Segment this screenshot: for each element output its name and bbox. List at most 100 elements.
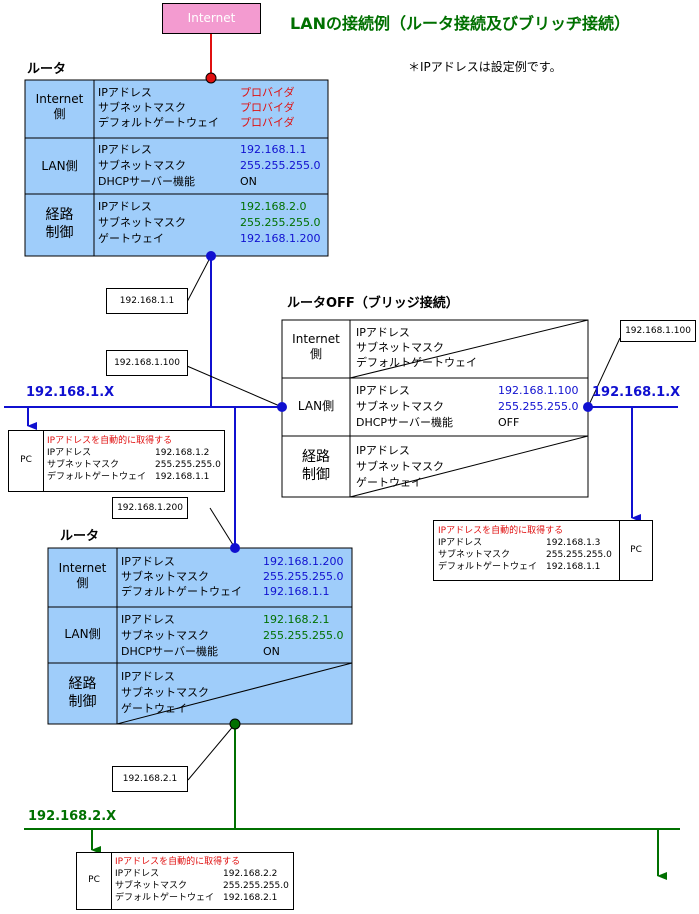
router1-routing-title: 経路 制御 xyxy=(45,207,74,241)
bridge-left-dot xyxy=(277,402,287,412)
pc1-v2: 192.168.1.1 xyxy=(155,472,210,482)
router2-lan-v0: 192.168.2.1 xyxy=(263,613,330,626)
router1-lan-v0: 192.168.1.1 xyxy=(240,143,307,156)
bridge-internet-k1: サブネットマスク xyxy=(356,341,444,354)
bridge-lan-k1: サブネットマスク xyxy=(356,400,444,413)
bridge-internet-k0: IPアドレス xyxy=(356,326,410,339)
pc1-v1: 255.255.255.0 xyxy=(155,460,221,470)
router1-internet-k0: IPアドレス xyxy=(98,86,152,99)
pc2-v2: 192.168.1.1 xyxy=(546,562,601,572)
router1-routing-k1: サブネットマスク xyxy=(98,216,186,229)
bridge-lan-k0: IPアドレス xyxy=(356,384,410,397)
pc3: PC IPアドレスを自動的に取得する IPアドレス サブネットマスク デフォルト… xyxy=(76,852,294,910)
router2-lan-k0: IPアドレス xyxy=(121,613,175,626)
pc2-auto: IPアドレスを自動的に取得する xyxy=(438,526,564,536)
router2-box xyxy=(47,547,353,725)
callout-bridge-right: 192.168.1.100 xyxy=(620,320,696,342)
router1-routing-v2: 192.168.1.200 xyxy=(240,232,321,245)
router2-routing-k1: サブネットマスク xyxy=(121,686,209,699)
callout-router2-wan: 192.168.1.200 xyxy=(112,497,188,519)
router2-wan-dot xyxy=(230,543,240,553)
pc2-k0: IPアドレス xyxy=(438,538,483,548)
pc3-v0: 192.168.2.2 xyxy=(223,869,278,879)
callout-leaders xyxy=(186,255,621,781)
pc1-auto: IPアドレスを自動的に取得する xyxy=(47,436,173,446)
pc2: PC IPアドレスを自動的に取得する IPアドレス サブネットマスク デフォルト… xyxy=(433,520,653,581)
router1-internet-v1: プロバイダ xyxy=(240,101,295,114)
router2-lan-v2: ON xyxy=(263,645,280,658)
pc2-k2: デフォルトゲートウェイ xyxy=(438,562,538,572)
router1-routing-k0: IPアドレス xyxy=(98,200,152,213)
bridge-routing-k0: IPアドレス xyxy=(356,444,410,457)
bridge-box xyxy=(281,319,589,498)
bridge-routing-k2: ゲートウェイ xyxy=(356,476,422,489)
pc2-label: PC xyxy=(630,545,642,555)
ip-note: ＊IPアドレスは設定例です。 xyxy=(408,60,562,74)
router1-routing-v0: 192.168.2.0 xyxy=(240,200,307,213)
bridge-label: ルータOFF（ブリッジ接続） xyxy=(287,296,459,311)
pc1-k2: デフォルトゲートウェイ xyxy=(47,472,147,482)
pc3-v1: 255.255.255.0 xyxy=(223,881,289,891)
bridge-right-dot xyxy=(583,402,593,412)
router1-lan-title: LAN側 xyxy=(41,159,78,173)
router2-lan-title: LAN側 xyxy=(64,627,101,641)
router2-lan-dot xyxy=(229,718,241,730)
callout-bridge-lan: 192.168.1.100 xyxy=(106,350,188,376)
pc3-v2: 192.168.2.1 xyxy=(223,893,278,903)
router1-internet-k1: サブネットマスク xyxy=(98,101,186,114)
pc2-v0: 192.168.1.3 xyxy=(546,538,601,548)
router1-internet-title: Internet 側 xyxy=(35,92,84,121)
internet-box: Internet xyxy=(162,3,261,34)
router1-wan-dot xyxy=(205,72,217,84)
diagram-title: LANの接続例（ルータ接続及びブリッヂ接続） xyxy=(290,14,630,33)
router1-lan-k0: IPアドレス xyxy=(98,143,152,156)
router1-label: ルータ xyxy=(27,62,67,77)
router2-internet-v2: 192.168.1.1 xyxy=(263,585,330,598)
router1-lan-k1: サブネットマスク xyxy=(98,159,186,172)
pc3-auto: IPアドレスを自動的に取得する xyxy=(115,857,241,867)
router1-routing-v1: 255.255.255.0 xyxy=(240,216,321,229)
router2-routing-title: 経路 制御 xyxy=(68,676,97,710)
pc3-k1: サブネットマスク xyxy=(115,881,188,891)
router2-label: ルータ xyxy=(60,529,100,544)
callout-router2-lan: 192.168.2.1 xyxy=(112,766,188,792)
router2-internet-v1: 255.255.255.0 xyxy=(263,570,344,583)
bridge-routing-title: 経路 制御 xyxy=(302,449,330,483)
bridge-lan-k2: DHCPサーバー機能 xyxy=(356,416,453,429)
pc3-k2: デフォルトゲートウェイ xyxy=(115,893,215,903)
router2-lan-k2: DHCPサーバー機能 xyxy=(121,645,218,658)
pc3-label: PC xyxy=(88,875,100,885)
router2-internet-v0: 192.168.1.200 xyxy=(263,555,344,568)
router2-internet-k2: デフォルトゲートウェイ xyxy=(121,585,242,598)
pc1-k1: サブネットマスク xyxy=(47,460,120,470)
pc2-k1: サブネットマスク xyxy=(438,550,511,560)
network-2-label: 192.168.2.X xyxy=(28,809,117,824)
router1-internet-k2: デフォルトゲートウェイ xyxy=(98,116,219,129)
network-1-label-left: 192.168.1.X xyxy=(26,385,115,400)
router1-lan-k2: DHCPサーバー機能 xyxy=(98,175,195,188)
router1-lan-v2: ON xyxy=(240,175,257,188)
bridge-lan-v1: 255.255.255.0 xyxy=(498,400,579,413)
bridge-lan-v0: 192.168.1.100 xyxy=(498,384,579,397)
pc1-label: PC xyxy=(20,455,32,465)
router2-internet-k0: IPアドレス xyxy=(121,555,175,568)
bridge-internet-title: Internet 側 xyxy=(292,332,340,361)
router2-lan-k1: サブネットマスク xyxy=(121,629,209,642)
router1-routing-k2: ゲートウェイ xyxy=(98,232,164,245)
callout-router1-lan: 192.168.1.1 xyxy=(106,288,188,314)
router1-lan-dot xyxy=(206,251,216,261)
router1-internet-v0: プロバイダ xyxy=(240,86,295,99)
router1-box xyxy=(24,79,329,257)
router1-internet-v2: プロバイダ xyxy=(240,116,295,129)
bridge-lan-v2: OFF xyxy=(498,416,520,429)
router2-routing-k2: ゲートウェイ xyxy=(121,702,187,715)
router2-internet-k1: サブネットマスク xyxy=(121,570,209,583)
pc2-v1: 255.255.255.0 xyxy=(546,550,612,560)
bridge-lan-title: LAN側 xyxy=(297,399,335,413)
network-1-label-right: 192.168.1.X xyxy=(592,385,681,400)
bridge-routing-k1: サブネットマスク xyxy=(356,460,444,473)
pc1-v0: 192.168.1.2 xyxy=(155,448,210,458)
router1-lan-v1: 255.255.255.0 xyxy=(240,159,321,172)
